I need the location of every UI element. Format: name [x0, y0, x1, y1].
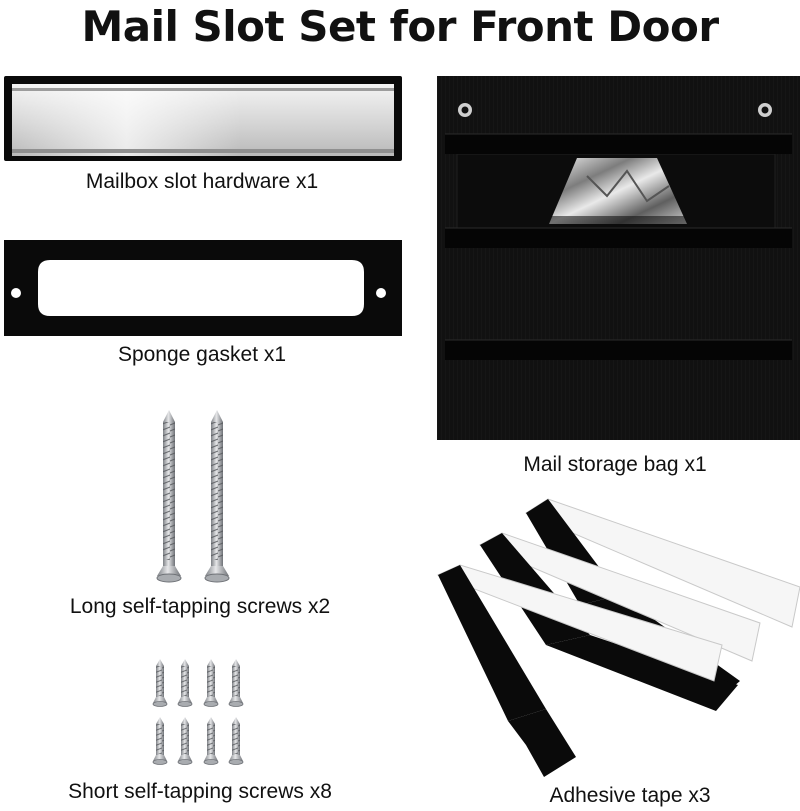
- mailbox-slot-caption: Mailbox slot hardware x1: [85, 170, 319, 193]
- storage-bag-image: [437, 76, 800, 440]
- mailbox-slot-image: [4, 76, 402, 161]
- short-screws-caption: Short self-tapping screws x8: [68, 780, 332, 803]
- adhesive-tape-caption: Adhesive tape x3: [549, 784, 711, 807]
- sponge-gasket-image: [4, 240, 402, 336]
- storage-bag-caption: Mail storage bag x1: [523, 453, 707, 476]
- long-screws-caption: Long self-tapping screws x2: [69, 595, 331, 618]
- short-screws-image: [148, 655, 248, 767]
- long-screws-image: [150, 408, 250, 586]
- sponge-gasket-caption: Sponge gasket x1: [117, 343, 287, 366]
- adhesive-tape-image: [430, 495, 800, 777]
- page-title: Mail Slot Set for Front Door: [81, 2, 719, 51]
